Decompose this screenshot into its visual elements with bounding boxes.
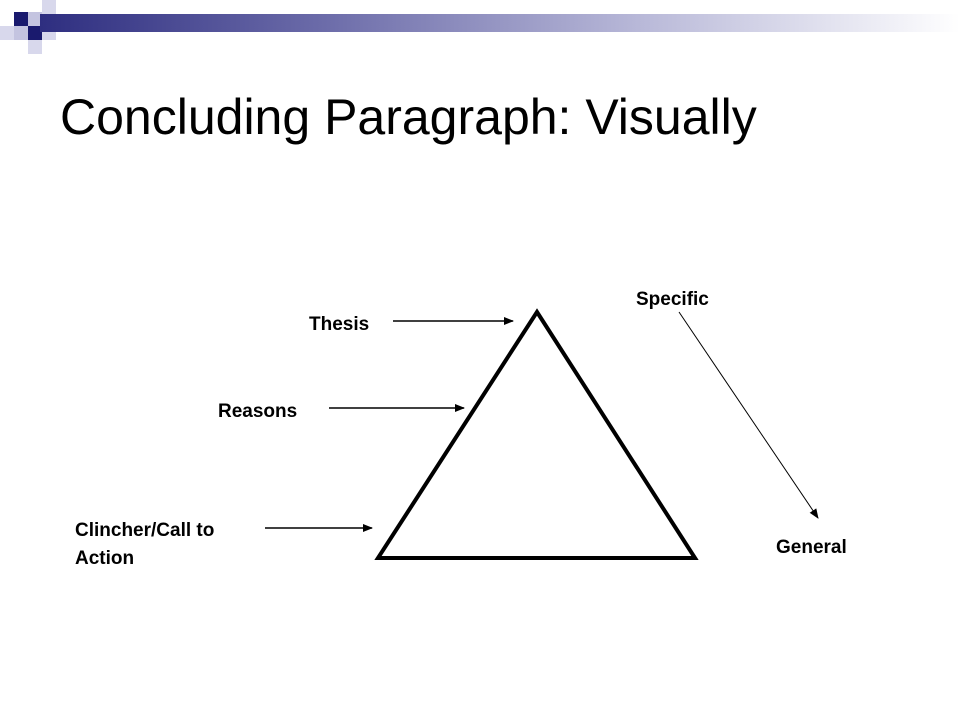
corner-decoration-dark-square — [28, 26, 42, 40]
clincher-label-line-2: Action — [75, 548, 135, 569]
thesis-label: Thesis — [309, 314, 370, 335]
corner-decoration-light-square — [28, 12, 42, 26]
specific-to-general-arrow — [678, 311, 819, 519]
corner-decoration-light-square — [14, 26, 28, 40]
corner-decoration-light-square — [28, 40, 42, 54]
reasons-label: Reasons — [218, 401, 298, 422]
corner-decoration-dark-square — [0, 26, 14, 40]
corner-decoration-dark-square — [14, 12, 28, 26]
clincher-label-line-1: Clincher/Call to — [75, 520, 215, 541]
general-label: General — [776, 537, 847, 558]
clincher-label: Clincher/Call to Action — [75, 517, 214, 573]
pyramid-triangle — [374, 308, 699, 560]
specific-label: Specific — [636, 289, 709, 310]
corner-decoration-light-square — [42, 0, 56, 14]
header-gradient-bar — [40, 14, 960, 32]
slide-title: Concluding Paragraph: Visually — [60, 89, 757, 145]
